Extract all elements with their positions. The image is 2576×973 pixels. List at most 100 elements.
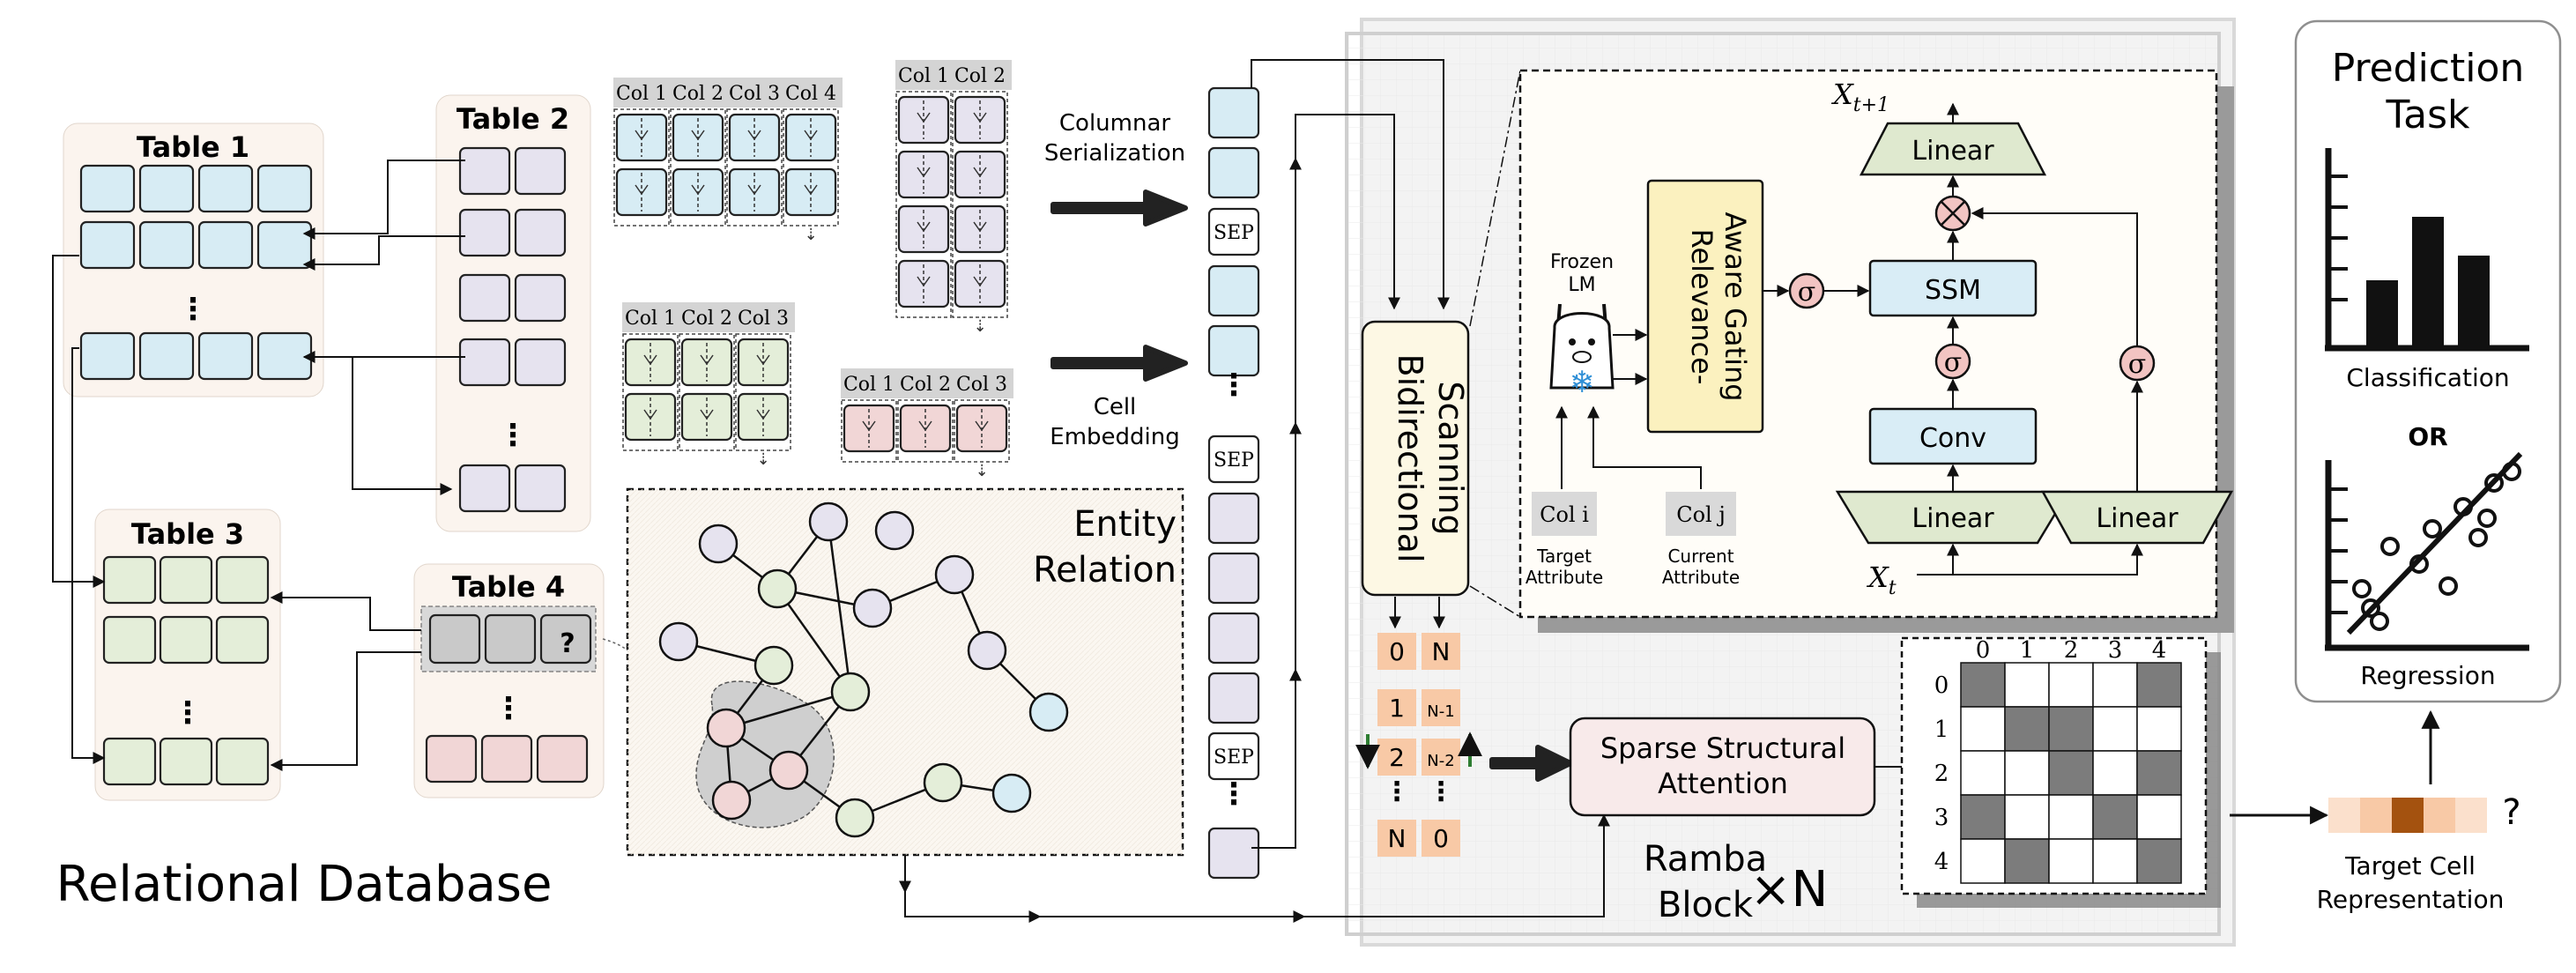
attention-label-1: Sparse Structural [1600,732,1845,765]
column-header: Col 3 [729,83,780,105]
table-4-ellipsis: ⋮ [494,691,523,726]
mask-cell [2136,838,2182,884]
regression-point [2409,554,2429,574]
mask-cell [2136,662,2182,708]
mask-cell [2092,662,2138,708]
entity-node [1028,692,1069,732]
matrix-col-label: 1 [2020,637,2035,664]
prediction-task: Prediction Task Classification OR [2230,19,2562,914]
table-1-cell [138,331,195,381]
sequence-token [1207,552,1260,605]
column-header: Col 1 [616,83,667,105]
table-1-cell [79,220,136,270]
backward-index [1422,689,1460,726]
backward-index-label: N-1 [1427,702,1454,721]
prediction-panel [2294,19,2562,703]
ssm-label: SSM [1925,275,1981,306]
scanning-label-1: Bidirectional [1391,354,1429,563]
table-1-cell [138,164,195,213]
table-2-cell [458,208,511,257]
relation-label: Relation [1033,550,1177,590]
target-query-mark: ? [2502,792,2520,833]
prediction-title-2: Task [2386,93,2470,137]
table-4-cell [480,734,533,784]
table-2-cell [458,464,511,513]
table-2-ellipsis: ⋮ [498,418,528,453]
regression-point [2361,598,2380,618]
table-4-cell [536,734,589,784]
sequence-token [1207,827,1260,880]
svg-text:σ: σ [2128,349,2146,380]
serialization-arrow [1050,189,1188,227]
mask-cell [2048,662,2094,708]
table-1-cell [197,331,254,381]
target-cell-segment [2424,798,2455,833]
table-1-title: Table 1 [137,130,249,164]
mask-cell [2004,794,2050,840]
table-2-title: Table 2 [457,102,569,136]
forward-index [1377,820,1416,857]
sequence-token [1207,492,1260,545]
sequence-token [1207,672,1260,724]
matrix-row-label: 1 [1934,717,1949,743]
embedding-arrow [1050,345,1188,382]
entity-node [658,621,699,662]
table-1-cell [256,331,313,381]
column-header: Col 1 [625,308,676,330]
table-1-cell [256,220,313,270]
col-i-block [1532,492,1597,536]
svg-text:⇣: ⇣ [756,450,769,469]
table-4-title: Table 4 [452,570,565,604]
svg-text:⇣: ⇣ [975,462,988,480]
regression-label: Regression [2360,661,2495,690]
table-1-ellipsis: ⋮ [178,292,208,327]
svg-text:⇣: ⇣ [804,226,817,244]
column-header: Col 4 [785,83,836,105]
to-attention-arrow [1489,745,1573,782]
linear-left-block [1835,490,2071,545]
col-i-label: Col i [1540,502,1589,527]
entity-node [711,780,752,821]
sep-token-label: SEP [1214,746,1254,769]
mask-cell [2004,706,2050,752]
table-4-query-cell [539,613,592,665]
sep-token [1207,435,1260,484]
forward-index [1377,739,1416,776]
target-cell-segment [2392,798,2424,833]
llama-icon [1549,303,1615,390]
forward-index-label: 1 [1389,694,1405,723]
index-ellipsis: ⋮ [1384,776,1410,807]
backward-index [1422,739,1460,776]
entity-node [808,501,849,542]
backward-index-label: 0 [1433,824,1449,853]
entity-label: Entity [1073,504,1177,545]
table-3-ellipsis: ⋮ [173,695,203,731]
sequence-token [1207,86,1260,139]
entity-node [706,708,746,748]
column-header-bar [841,368,1013,398]
lm-label: LM [1568,274,1595,296]
col-j-label: Col j [1676,502,1726,527]
block-label: Block [1658,885,1754,925]
matrix-row-label: 0 [1934,672,1949,699]
bidirectional-scanning-block [1361,320,1470,597]
forward-index-label: 0 [1389,637,1405,666]
mask-cell [2092,794,2138,840]
entity-node [991,773,1032,813]
mask-cell [2004,750,2050,796]
mask-cell [2048,750,2094,796]
table-2-cell [514,338,567,387]
scanning-label-2: Scanning [1431,381,1470,535]
table-3-cell [159,737,213,786]
entity-node [698,524,739,564]
col-j-caption-1: Current [1667,546,1733,567]
column-header: Col 2 [954,65,1006,87]
column-header: Col 1 [898,65,949,87]
cell-embedding-label-2: Embedding [1050,424,1179,450]
frozen-label: Frozen [1550,251,1614,273]
sequence-token [1207,612,1260,665]
regression-point [2370,612,2389,631]
table-3-cell [102,615,157,665]
table-2-cell [458,273,511,323]
regression-point [2423,519,2442,538]
